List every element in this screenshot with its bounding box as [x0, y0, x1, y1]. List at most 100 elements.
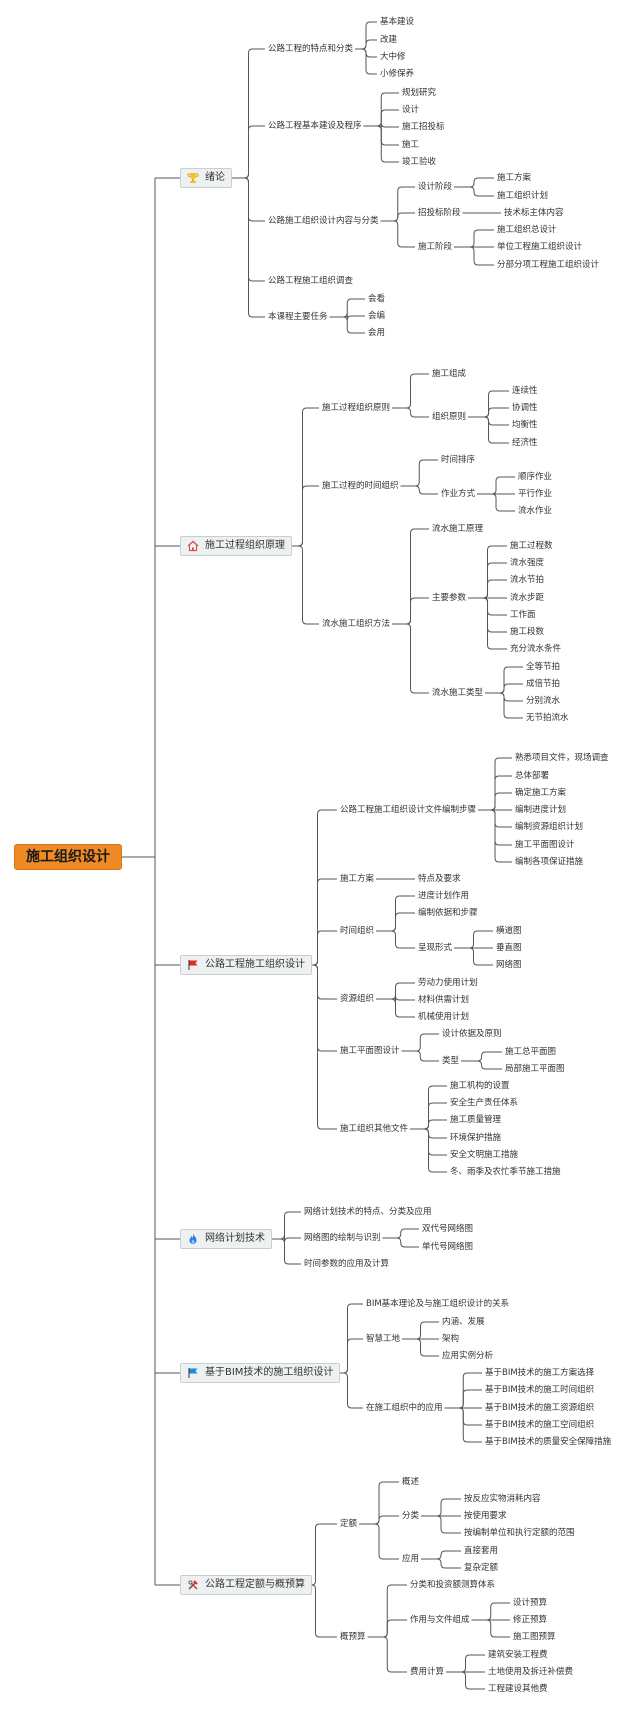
subtopic-node[interactable]: 施工平面图设计 [515, 840, 575, 850]
subtopic-node[interactable]: 概述 [402, 1477, 420, 1487]
leaf-node[interactable]: 施工段数 [510, 627, 545, 637]
leaf-node[interactable]: 单位工程施工组织设计 [497, 242, 583, 252]
leaf-node[interactable]: 施工组织计划 [497, 191, 549, 201]
branch-node[interactable]: 绪论 [180, 168, 232, 188]
subtopic-node[interactable]: 安全文明施工措施 [450, 1150, 519, 1160]
root-node[interactable]: 施工组织设计 [14, 844, 122, 870]
leaf-node[interactable]: 复杂定额 [464, 1563, 499, 1573]
subtopic-node[interactable]: 内涵、发展 [442, 1317, 485, 1327]
topic-node[interactable]: 施工方案 [340, 874, 375, 884]
subtopic-node[interactable]: 编制各项保证措施 [515, 857, 584, 867]
topic-node[interactable]: 在施工组织中的应用 [366, 1403, 443, 1413]
branch-node[interactable]: 公路工程施工组织设计 [180, 955, 312, 975]
subtopic-node[interactable]: 施工机构的设置 [450, 1081, 510, 1091]
leaf-node[interactable]: 工作面 [510, 610, 536, 620]
subtopic-node[interactable]: 单代号网络图 [422, 1242, 474, 1252]
subtopic-node[interactable]: 总体部署 [515, 771, 550, 781]
subtopic-node[interactable]: 规划研究 [402, 88, 437, 98]
subtopic-node[interactable]: 会用 [368, 328, 386, 338]
leaf-node[interactable]: 施工过程数 [510, 541, 553, 551]
subtopic-node[interactable]: 熟悉项目文件，现场调查 [515, 753, 609, 763]
leaf-node[interactable]: 垂直图 [496, 943, 522, 953]
leaf-node[interactable]: 设计预算 [513, 1598, 548, 1608]
subtopic-node[interactable]: 类型 [442, 1056, 460, 1066]
topic-node[interactable]: 网络计划技术的特点、分类及应用 [304, 1207, 432, 1217]
subtopic-node[interactable]: 机械使用计划 [418, 1012, 470, 1022]
leaf-node[interactable]: 网络图 [496, 960, 522, 970]
leaf-node[interactable]: 局部施工平面图 [505, 1064, 565, 1074]
subtopic-node[interactable]: 分类 [402, 1511, 420, 1521]
subtopic-node[interactable]: 竣工验收 [402, 157, 437, 167]
subtopic-node[interactable]: 施工阶段 [418, 242, 453, 252]
topic-node[interactable]: 时间组织 [340, 926, 375, 936]
leaf-node[interactable]: 施工图预算 [513, 1632, 556, 1642]
subtopic-node[interactable]: 费用计算 [410, 1667, 445, 1677]
subtopic-node[interactable]: 招投标阶段 [418, 208, 461, 218]
subtopic-node[interactable]: 呈现形式 [418, 943, 453, 953]
leaf-node[interactable]: 协调性 [512, 403, 538, 413]
subtopic-node[interactable]: 设计依据及原则 [442, 1029, 502, 1039]
leaf-node[interactable]: 横道图 [496, 926, 522, 936]
subtopic-node[interactable]: 基于BIM技术的施工空间组织 [485, 1420, 595, 1430]
topic-node[interactable]: 施工过程的时间组织 [322, 481, 399, 491]
subtopic-node[interactable]: 环境保护措施 [450, 1133, 502, 1143]
subtopic-node[interactable]: 特点及要求 [418, 874, 461, 884]
subtopic-node[interactable]: 编制资源组织计划 [515, 822, 584, 832]
leaf-node[interactable]: 施工方案 [497, 173, 532, 183]
branch-node[interactable]: 公路工程定额与概预算 [180, 1575, 312, 1595]
topic-node[interactable]: 施工组织其他文件 [340, 1124, 409, 1134]
topic-node[interactable]: 智慧工地 [366, 1334, 401, 1344]
subtopic-node[interactable]: 架构 [442, 1334, 460, 1344]
leaf-node[interactable]: 技术标主体内容 [504, 208, 564, 218]
leaf-node[interactable]: 土地使用及拆迁补偿费 [488, 1667, 574, 1677]
topic-node[interactable]: 公路工程基本建设及程序 [268, 121, 362, 131]
subtopic-node[interactable]: 作业方式 [441, 489, 476, 499]
topic-node[interactable]: 公路施工组织设计内容与分类 [268, 216, 379, 226]
subtopic-node[interactable]: 设计阶段 [418, 182, 453, 192]
subtopic-node[interactable]: 确定施工方案 [515, 788, 567, 798]
leaf-node[interactable]: 充分流水条件 [510, 644, 562, 654]
leaf-node[interactable]: 流水强度 [510, 558, 545, 568]
subtopic-node[interactable]: 冬、雨季及农忙季节施工措施 [450, 1167, 561, 1177]
subtopic-node[interactable]: 作用与文件组成 [410, 1615, 470, 1625]
subtopic-node[interactable]: 施工招投标 [402, 122, 445, 132]
topic-node[interactable]: 资源组织 [340, 994, 375, 1004]
subtopic-node[interactable]: 双代号网络图 [422, 1224, 474, 1234]
leaf-node[interactable]: 修正预算 [513, 1615, 548, 1625]
subtopic-node[interactable]: 编制进度计划 [515, 805, 567, 815]
subtopic-node[interactable]: 编制依据和步骤 [418, 908, 478, 918]
leaf-node[interactable]: 流水步距 [510, 593, 545, 603]
topic-node[interactable]: 网络图的绘制与识别 [304, 1233, 381, 1243]
leaf-node[interactable]: 按反应实物消耗内容 [464, 1494, 541, 1504]
leaf-node[interactable]: 分别流水 [526, 696, 561, 706]
subtopic-node[interactable]: 基于BIM技术的施工时间组织 [485, 1385, 595, 1395]
leaf-node[interactable]: 建筑安装工程费 [488, 1650, 548, 1660]
topic-node[interactable]: 时间参数的应用及计算 [304, 1259, 390, 1269]
subtopic-node[interactable]: 应用实例分析 [442, 1351, 494, 1361]
leaf-node[interactable]: 顺序作业 [518, 472, 553, 482]
leaf-node[interactable]: 无节拍流水 [526, 713, 569, 723]
leaf-node[interactable]: 按使用要求 [464, 1511, 507, 1521]
subtopic-node[interactable]: 劳动力使用计划 [418, 978, 478, 988]
leaf-node[interactable]: 流水节拍 [510, 575, 545, 585]
topic-node[interactable]: 公路工程施工组织设计文件编制步骤 [340, 805, 477, 815]
subtopic-node[interactable]: 基本建设 [380, 17, 415, 27]
subtopic-node[interactable]: 基于BIM技术的施工资源组织 [485, 1403, 595, 1413]
leaf-node[interactable]: 工程建设其他费 [488, 1684, 548, 1694]
subtopic-node[interactable]: 流水施工原理 [432, 524, 484, 534]
topic-node[interactable]: 施工过程组织原则 [322, 403, 391, 413]
subtopic-node[interactable]: 小修保养 [380, 69, 415, 79]
subtopic-node[interactable]: 改建 [380, 35, 398, 45]
branch-node[interactable]: 基于BIM技术的施工组织设计 [180, 1363, 341, 1383]
subtopic-node[interactable]: 大中修 [380, 52, 406, 62]
subtopic-node[interactable]: 会编 [368, 311, 386, 321]
subtopic-node[interactable]: 施工质量管理 [450, 1115, 502, 1125]
subtopic-node[interactable]: 施工组成 [432, 369, 467, 379]
subtopic-node[interactable]: 进度计划作用 [418, 891, 470, 901]
branch-node[interactable]: 网络计划技术 [180, 1229, 272, 1249]
topic-node[interactable]: 流水施工组织方法 [322, 619, 391, 629]
leaf-node[interactable]: 施工总平面图 [505, 1047, 557, 1057]
leaf-node[interactable]: 平行作业 [518, 489, 553, 499]
subtopic-node[interactable]: 设计 [402, 105, 420, 115]
subtopic-node[interactable]: 主要参数 [432, 593, 467, 603]
